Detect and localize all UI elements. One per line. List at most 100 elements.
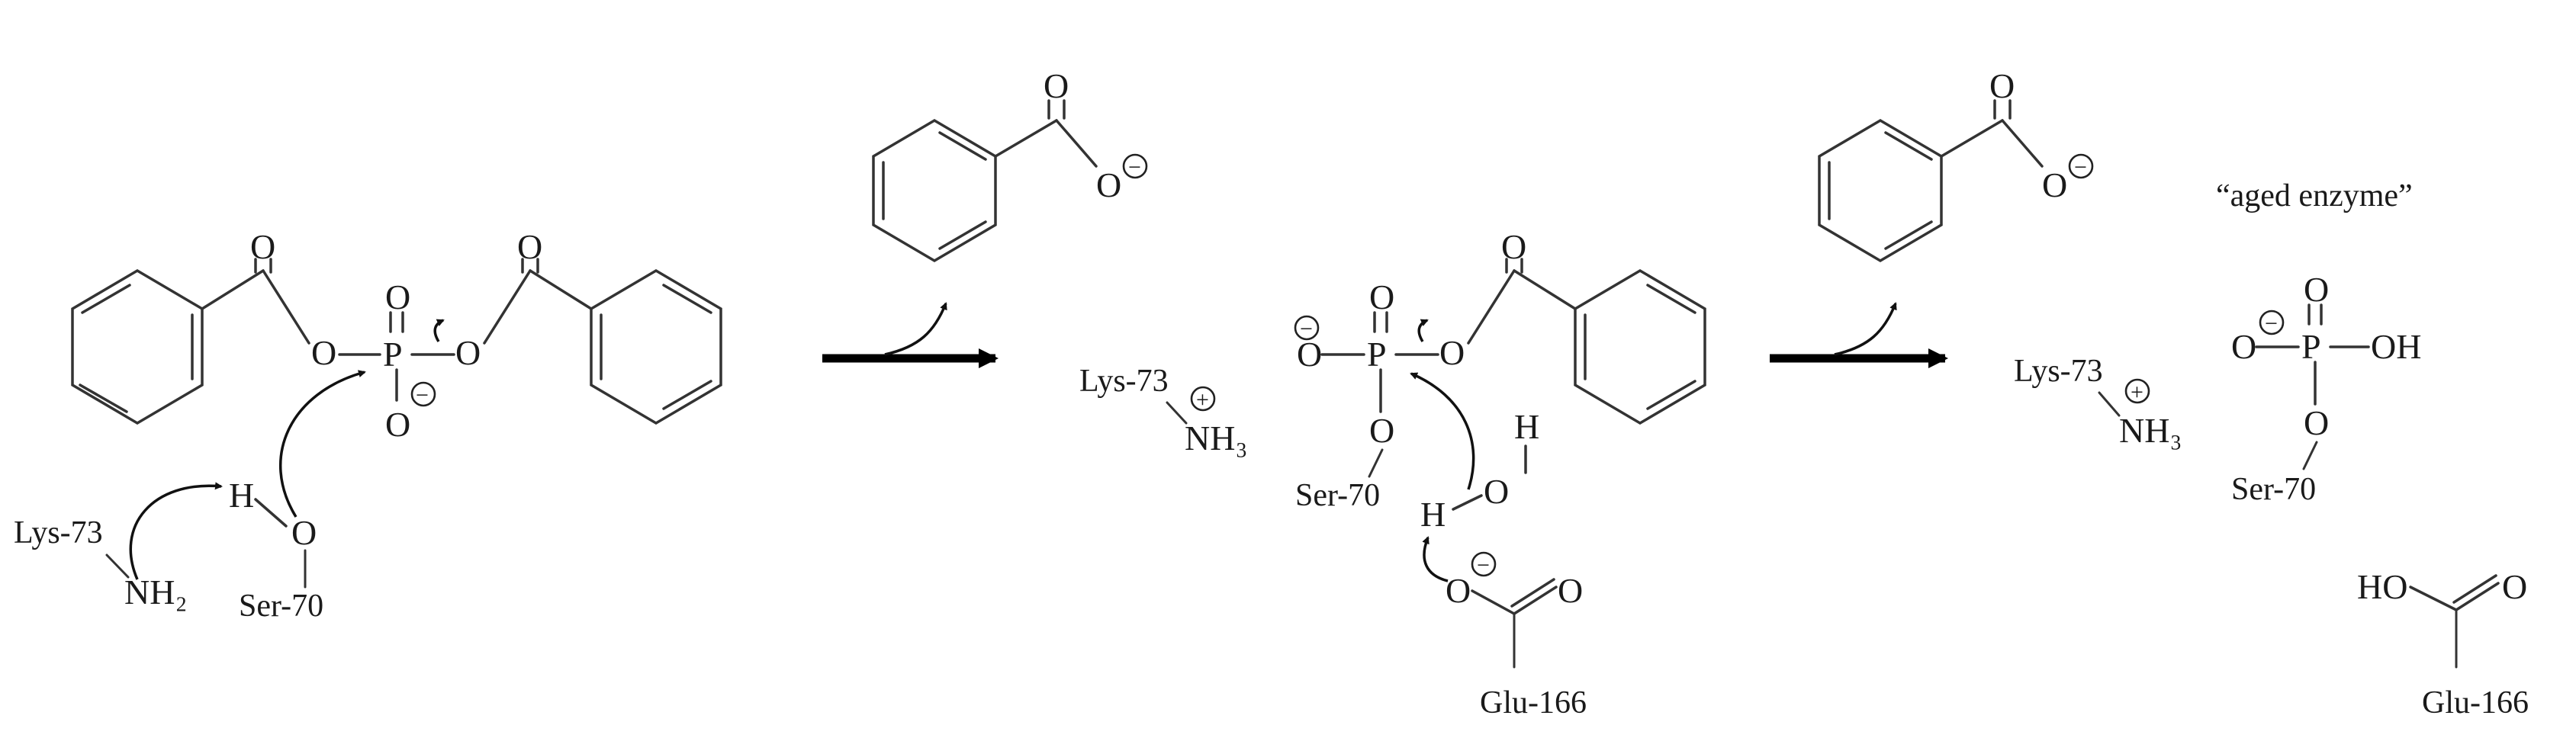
bond (1166, 401, 1188, 425)
bond (1510, 578, 1555, 608)
atom-o-carbonyl: O (1989, 66, 2015, 105)
benzene-ring (872, 118, 997, 263)
atom-o-ester: O (1439, 333, 1465, 372)
atom-o-ser: O (2304, 403, 2329, 442)
bond (2409, 586, 2458, 611)
atom-o-ester-right: O (455, 333, 481, 372)
negative-charge (1471, 551, 1497, 577)
label-lys-73: Lys-73 (1079, 364, 1169, 399)
bond (2452, 574, 2497, 604)
curved-arrow (1417, 319, 1429, 342)
panel-products: OO−“aged enzyme”Lys-73NH₃+O−POOHOSer-70H… (1818, 66, 2529, 720)
bond (1884, 220, 1933, 250)
bond (201, 269, 265, 310)
positive-charge (2124, 378, 2150, 404)
atom-o-water: O (1484, 472, 1509, 511)
label-ser-70: Ser-70 (239, 589, 323, 624)
bond (938, 220, 987, 250)
curved-arrow (1834, 302, 1897, 356)
negative-charge (410, 381, 436, 407)
label-lys-73: Lys-73 (14, 515, 103, 550)
charge-minus: − (416, 383, 429, 408)
positive-charge (1190, 386, 1216, 412)
benzene-ring (1818, 118, 1943, 263)
bond (1646, 284, 1696, 314)
atom-o-carboxylate: O (2042, 165, 2067, 204)
benzene-ring-left (71, 268, 204, 425)
bond (1467, 269, 1516, 345)
panel-substrate: O O P O O − O O H O Ser-70 (14, 227, 722, 624)
atom-o-ser: O (291, 513, 317, 552)
atom-o-ester: O (311, 333, 336, 372)
atom-p: P (383, 335, 403, 374)
atom-nh3: NH₃ (2119, 411, 2182, 450)
benzene-ring-acyl (1574, 268, 1706, 425)
label-ser-70: Ser-70 (1295, 478, 1380, 513)
bond (2302, 441, 2318, 470)
annotation-aged-enzyme: “aged enzyme” (2216, 178, 2413, 213)
bond (1513, 269, 1577, 310)
atom-nh2: NH₂ (124, 573, 187, 611)
bond (1368, 448, 1384, 478)
bond (1452, 494, 1483, 511)
curved-arrow (129, 482, 223, 580)
bond (2098, 391, 2121, 417)
atom-o-carbonyl: O (250, 227, 275, 266)
atom-o-carbonyl: O (1044, 66, 1069, 105)
charge-sign: − (1477, 553, 1490, 578)
bond (1055, 119, 1098, 168)
atom-o-carbonyl: O (1501, 227, 1526, 266)
atom-o-p-left: O (1297, 335, 1322, 374)
negative-charge (2259, 310, 2285, 335)
atom-o-p-top: O (385, 278, 410, 316)
charge-sign: − (1300, 316, 1313, 342)
atom-o-carbonyl-right: O (517, 227, 542, 266)
bond (1940, 119, 2004, 158)
bond (1646, 380, 1696, 410)
atom-h-water-top: H (1514, 407, 1539, 446)
reaction-arrow-1 (822, 302, 999, 368)
atom-o-p-left: O (2231, 327, 2256, 366)
bond (2001, 119, 2044, 168)
curved-arrow (1410, 372, 1475, 490)
atom-h-ser: H (229, 476, 254, 515)
atom-nh3: NH₃ (1185, 419, 1247, 457)
atom-o-glu-carbonyl: O (1558, 571, 1583, 610)
bond (938, 131, 987, 161)
curved-arrow (433, 319, 445, 342)
atom-o-ser: O (1369, 411, 1394, 450)
charge-sign: + (1196, 387, 1209, 412)
atom-ho-glu: HO (2357, 567, 2407, 606)
atom-o-p-top: O (2304, 270, 2329, 309)
bond (1884, 131, 1933, 161)
benzene-ring-right (590, 268, 722, 425)
bond (2455, 582, 2500, 611)
bond (1513, 586, 1558, 615)
negative-charge (1122, 153, 1148, 179)
atom-o-carboxylate: O (1096, 165, 1121, 204)
negative-charge (2068, 153, 2094, 179)
curved-arrow (278, 370, 366, 518)
atom-oh: OH (2371, 327, 2421, 366)
bond (994, 119, 1058, 158)
atom-o-p-top: O (1369, 278, 1394, 316)
negative-charge (1294, 315, 1320, 341)
charge-sign: − (1128, 155, 1141, 180)
reaction-arrow-2 (1770, 302, 1948, 368)
atom-o-glu: O (1446, 571, 1471, 610)
atom-h-water: H (1420, 495, 1446, 534)
curved-arrow (1422, 536, 1449, 582)
charge-sign: − (2265, 311, 2278, 336)
label-lys-73: Lys-73 (2014, 354, 2103, 389)
atom-o-glu-carbonyl: O (2502, 567, 2527, 606)
bond (1471, 589, 1516, 615)
charge-sign: − (2074, 155, 2087, 180)
label-glu-166: Glu-166 (1480, 685, 1587, 720)
atom-o-p-bottom: O (385, 405, 410, 444)
charge-sign: + (2131, 380, 2143, 405)
label-ser-70: Ser-70 (2231, 472, 2316, 507)
label-glu-166: Glu-166 (2422, 685, 2529, 720)
atom-p: P (1367, 335, 1387, 374)
